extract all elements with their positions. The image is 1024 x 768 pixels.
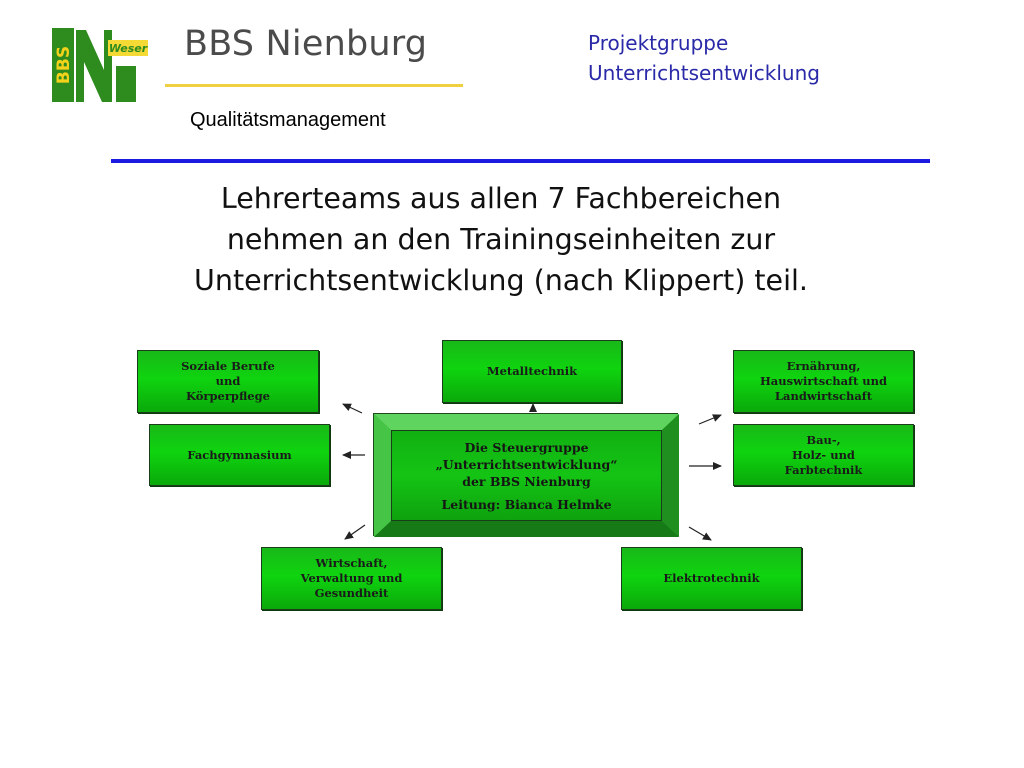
project-group-line-1: Projektgruppe <box>588 31 729 55</box>
headline-line-3: Unterrichtsentwicklung (nach Klippert) t… <box>194 264 808 297</box>
dept-ernaehrung-line-3: Landwirtschaft <box>774 389 873 403</box>
dept-wirtschaft-line-3: Gesundheit <box>314 586 389 600</box>
subtitle: Qualitätsmanagement <box>190 109 386 131</box>
bbs-weser-logo: BBS Weser <box>52 28 150 104</box>
title-underline <box>165 84 463 87</box>
dept-wirtschaft-line-2: Verwaltung und <box>300 571 403 585</box>
header-divider <box>111 159 930 163</box>
arrow-to-ernaehrung <box>698 414 722 425</box>
dept-fachgymnasium: Fachgymnasium <box>149 424 330 486</box>
dept-metalltechnik-label: Metalltechnik <box>486 364 578 378</box>
dept-elektrotechnik-label: Elektrotechnik <box>663 571 760 585</box>
dept-soziale-berufe: Soziale Berufe und Körperpflege <box>137 350 319 413</box>
dept-wirtschaft-line-1: Wirtschaft, <box>315 556 388 570</box>
headline-line-1: Lehrerteams aus allen 7 Fachbereichen <box>220 182 782 215</box>
dept-fachgymnasium-label: Fachgymnasium <box>187 447 292 462</box>
steering-group-leader: Leitung: Bianca Helmke <box>441 496 612 512</box>
dept-bau-line-3: Farbtechnik <box>784 462 863 477</box>
dept-bau-holz-farbtechnik: Bau-, Holz- und Farbtechnik <box>733 424 914 486</box>
steering-group-line-1: Die Steuergruppe <box>464 439 589 455</box>
arrow-to-soziale <box>342 403 363 414</box>
dept-elektrotechnik: Elektrotechnik <box>621 547 802 610</box>
steering-group-box: Die Steuergruppe „Unterrichtsentwicklung… <box>391 430 662 521</box>
dept-bau-line-1: Bau-, <box>806 432 841 447</box>
svg-text:BBS: BBS <box>54 46 74 84</box>
dept-ernaehrung: Ernährung, Hauswirtschaft und Landwirtsc… <box>733 350 914 413</box>
school-name: BBS Nienburg <box>184 24 428 64</box>
steering-group-line-2: „Unterrichtsentwicklung“ <box>435 456 618 472</box>
dept-soziale-line-1: Soziale Berufe <box>181 359 275 373</box>
dept-bau-line-2: Holz- und <box>792 447 855 462</box>
dept-soziale-line-3: Körperpflege <box>186 389 270 403</box>
steering-group-frame: Die Steuergruppe „Unterrichtsentwicklung… <box>373 413 679 537</box>
project-group-line-2: Unterrichtsentwicklung <box>588 61 820 85</box>
dept-metalltechnik: Metalltechnik <box>442 340 622 403</box>
arrow-to-elektrotechnik <box>688 526 712 541</box>
arrow-to-wirtschaft <box>344 524 366 540</box>
headline-line-2: nehmen an den Trainingseinheiten zur <box>226 223 776 256</box>
steering-group-bevel <box>374 414 679 537</box>
steering-group-line-3: der BBS Nienburg <box>462 473 591 489</box>
dept-wirtschaft: Wirtschaft, Verwaltung und Gesundheit <box>261 547 442 610</box>
dept-soziale-line-2: und <box>215 374 241 388</box>
dept-ernaehrung-line-1: Ernährung, <box>786 359 861 373</box>
svg-text:Weser: Weser <box>109 42 148 55</box>
dept-ernaehrung-line-2: Hauswirtschaft und <box>759 374 888 388</box>
